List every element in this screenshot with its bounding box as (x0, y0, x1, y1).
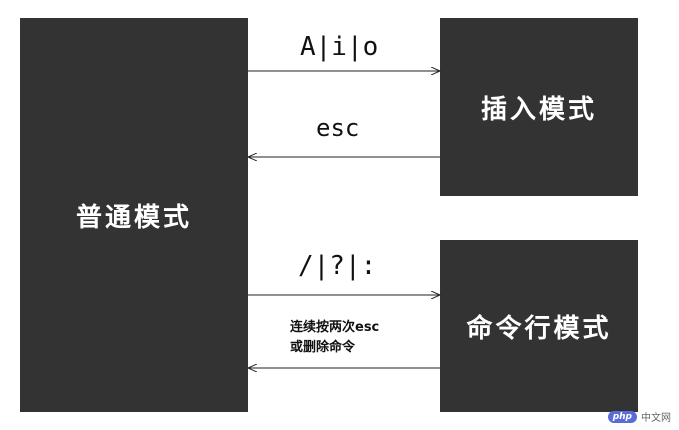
label-to-insert: A|i|o (300, 32, 379, 62)
command-mode-label: 命令行模式 (466, 313, 612, 344)
label-from-command-line1: 连续按两次esc (290, 320, 380, 335)
label-from-insert: esc (316, 114, 360, 142)
insert-mode-label: 插入模式 (480, 94, 597, 125)
watermark-text: 中文网 (641, 413, 671, 424)
normal-mode-label: 普通模式 (75, 202, 192, 233)
label-to-command: /|?|: (298, 251, 377, 281)
watermark: php 中文网 (607, 409, 671, 424)
php-logo: php (607, 410, 637, 423)
command-mode-box: 命令行模式 (440, 240, 638, 412)
normal-mode-box: 普通模式 (20, 18, 248, 412)
insert-mode-box: 插入模式 (440, 18, 638, 196)
label-from-command: 连续按两次esc 或删除命令 (290, 318, 379, 358)
label-from-command-line2: 或删除命令 (290, 340, 356, 355)
